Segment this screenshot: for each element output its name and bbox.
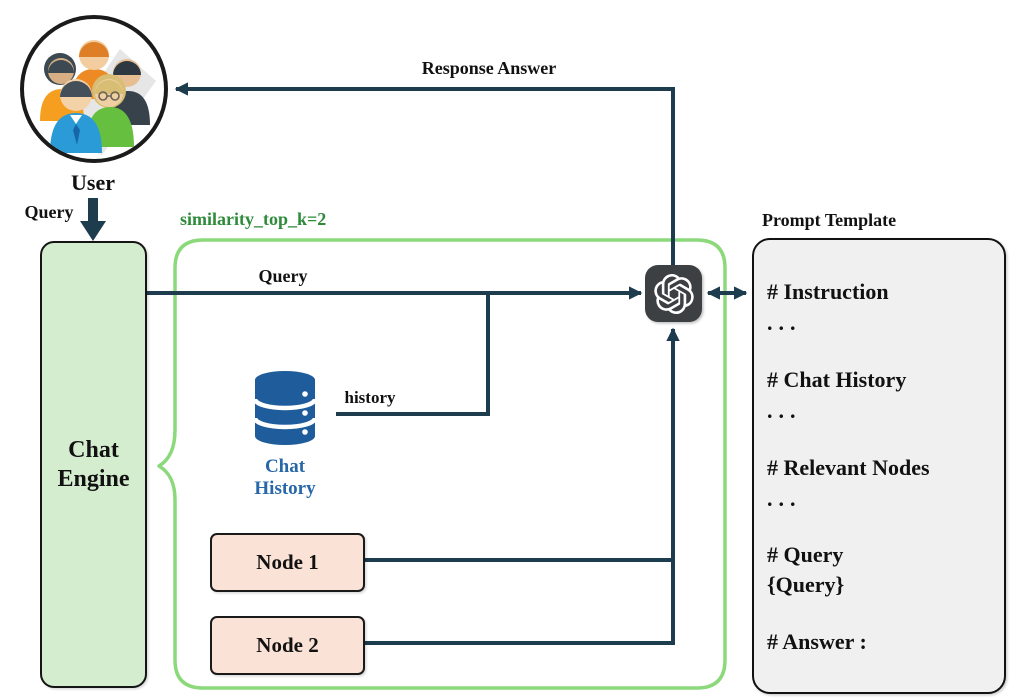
prompt-template-box: # Instruction ... # Chat History ... # R… (752, 238, 1006, 694)
prompt-line-relevant-nodes: # Relevant Nodes (767, 455, 930, 480)
openai-logo (645, 265, 702, 322)
chat-engine-box: Chat Engine (40, 241, 147, 688)
node-1-box: Node 1 (210, 533, 365, 592)
query-out-label: Query (24, 202, 74, 222)
similarity-top-k-boundary (157, 238, 727, 690)
node-2-box: Node 2 (210, 616, 365, 675)
prompt-line-chat-history: # Chat History (767, 367, 907, 392)
node-2-label: Node 2 (256, 633, 319, 657)
prompt-line-ellipsis-1: ... (767, 310, 802, 335)
user-avatar (20, 15, 168, 163)
history-wire (336, 295, 490, 416)
group-of-people-icon (40, 40, 156, 155)
node-1-label: Node 1 (256, 550, 319, 574)
user-label: User (71, 170, 115, 195)
prompt-line-instruction: # Instruction (767, 279, 889, 304)
openai-knot-icon (653, 273, 694, 314)
prompt-line-ellipsis-2: ... (767, 398, 802, 423)
query-line-label: Query (258, 266, 308, 286)
user-query-arrow (80, 198, 106, 241)
prompt-line-answer: # Answer : (767, 629, 867, 654)
prompt-line-query: # Query (767, 542, 844, 567)
history-label: history (344, 388, 396, 407)
node2-wire (360, 327, 680, 645)
response-answer-wire (174, 82, 675, 266)
prompt-line-query-var: {Query} (767, 572, 845, 597)
similarity-top-k-label: similarity_top_k=2 (180, 209, 327, 229)
database-icon (252, 371, 318, 445)
chat-engine-label: Chat Engine (57, 436, 130, 492)
prompt-line-ellipsis-3: ... (767, 486, 802, 511)
prompt-template-title: Prompt Template (762, 210, 897, 230)
chat-history-label: Chat History (254, 456, 316, 499)
response-answer-label: Response Answer (421, 58, 557, 78)
